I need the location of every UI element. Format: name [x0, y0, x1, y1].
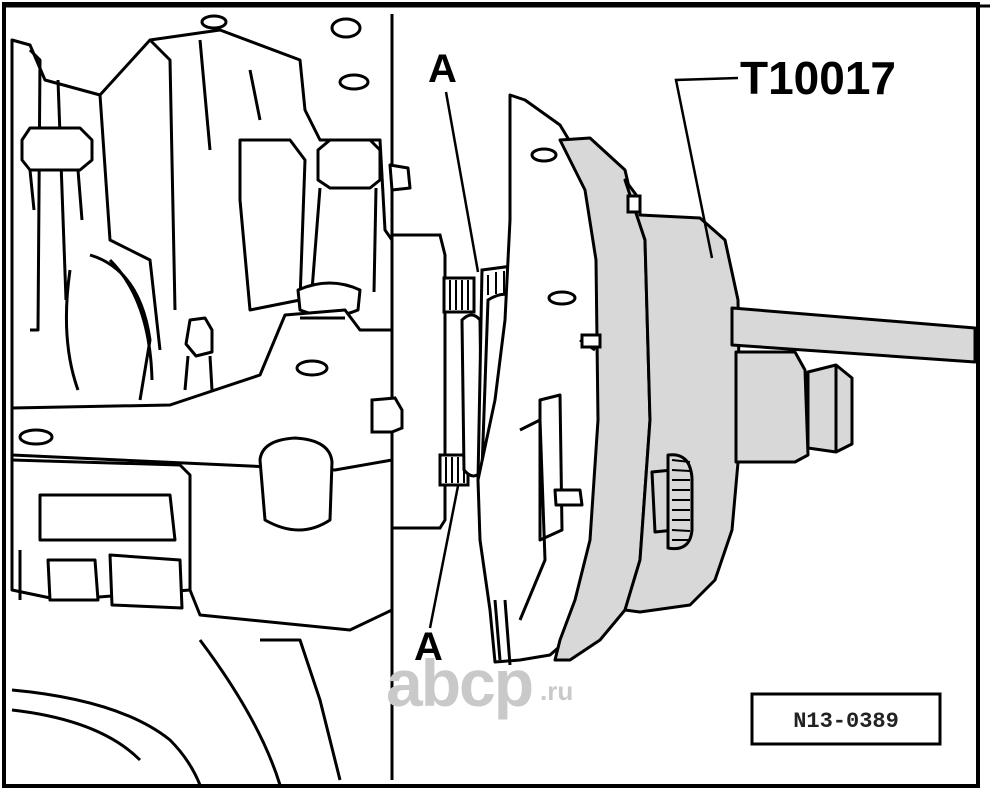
tool-studs — [580, 194, 642, 349]
leader-a-top — [444, 91, 480, 273]
block-holes — [18, 14, 370, 446]
hole-icon — [18, 428, 54, 446]
hole-icon — [530, 147, 558, 163]
special-tool — [553, 136, 977, 662]
tool-label: T10017 — [740, 52, 896, 104]
watermark-logo: abcp — [386, 646, 532, 720]
engine-block — [10, 14, 412, 786]
leader-tool — [674, 76, 739, 259]
leader-a-bottom — [428, 485, 460, 629]
callout-a-bottom: A — [414, 625, 443, 669]
leader-lines — [428, 76, 739, 629]
watermark-suffix: .ru — [540, 676, 573, 706]
hole-icon — [547, 290, 577, 306]
watermark: abcp .ru — [386, 646, 573, 720]
hole-icon — [330, 17, 362, 39]
knob-knurling — [671, 459, 691, 541]
callout-a-top: A — [428, 47, 457, 91]
reference-code: N13-0389 — [793, 709, 899, 734]
hole-icon — [295, 359, 329, 377]
hole-icon — [200, 14, 228, 30]
reference-box: N13-0389 — [750, 692, 942, 746]
hole-icon — [338, 73, 370, 91]
tool-plate — [476, 93, 612, 666]
